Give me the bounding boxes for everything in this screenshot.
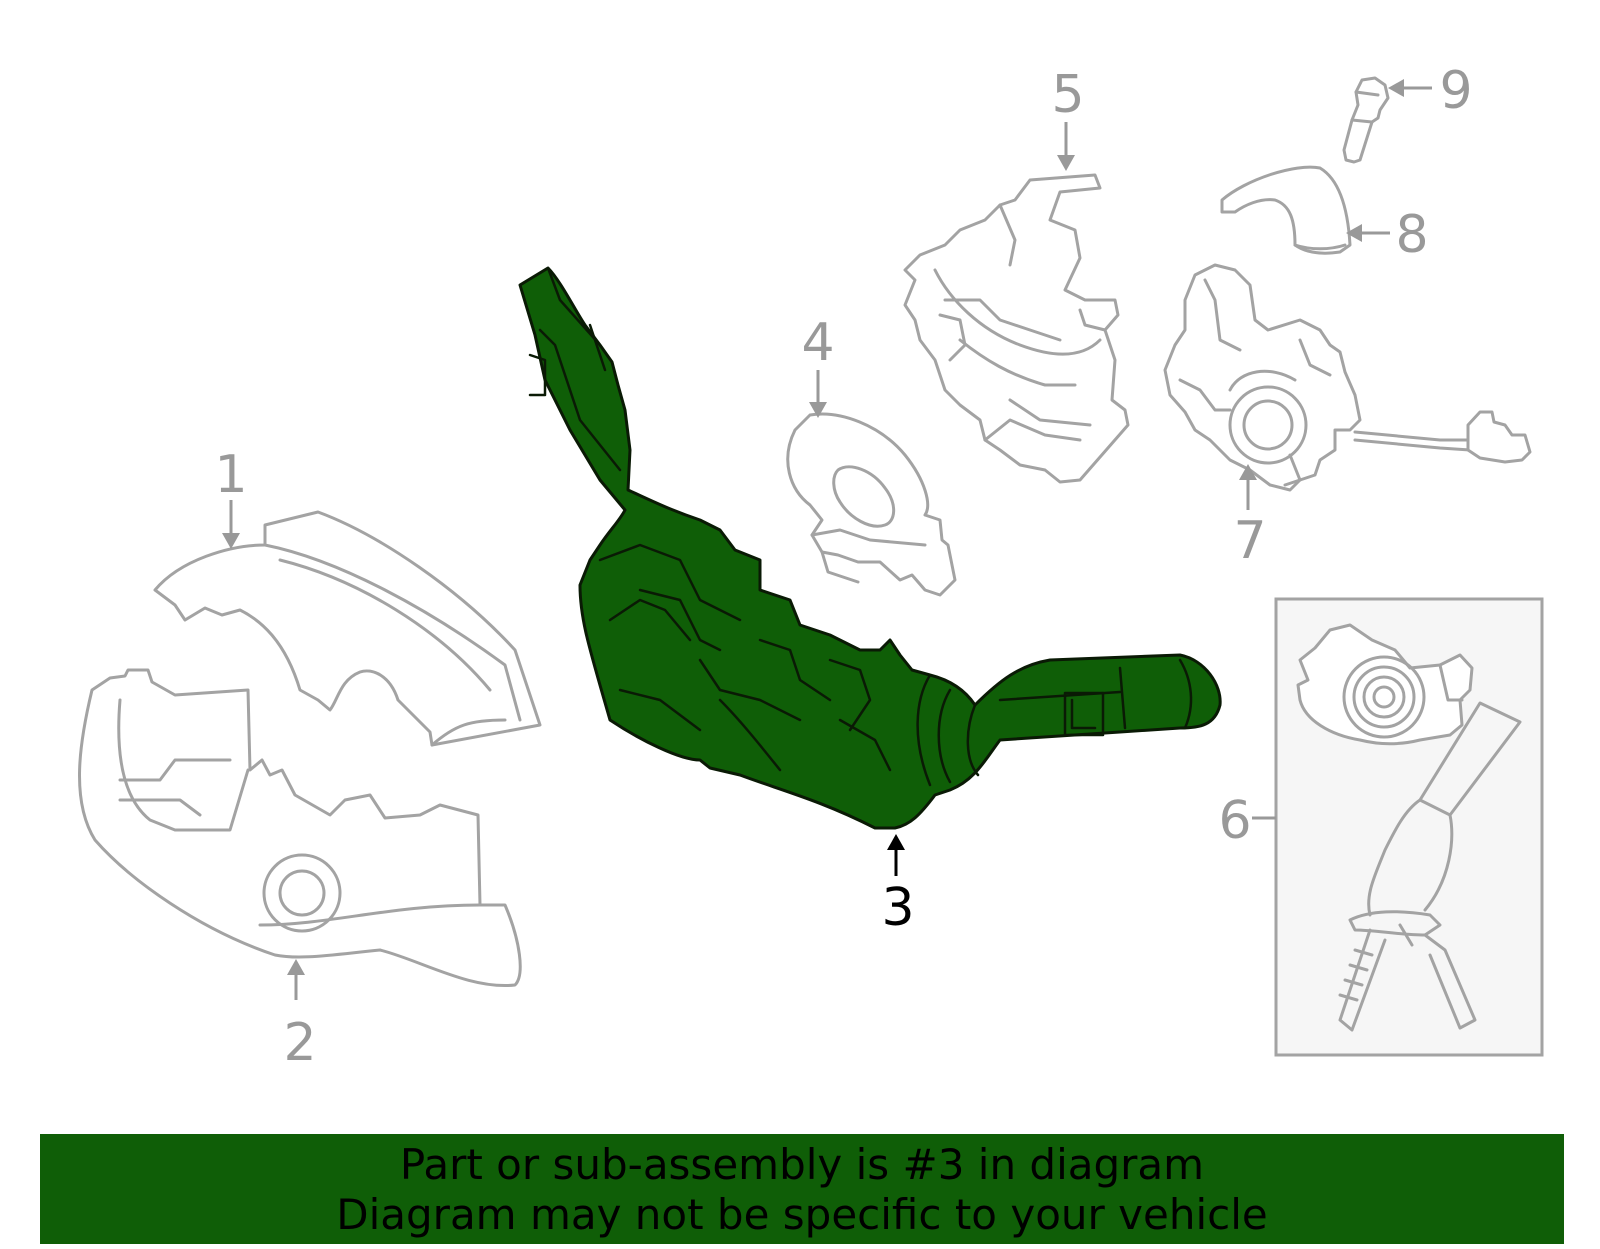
leader-8	[1346, 224, 1390, 242]
callout-4: 4	[801, 313, 834, 373]
callout-2: 2	[283, 1013, 316, 1073]
part-8-bracket[interactable]	[1220, 165, 1352, 255]
callout-1: 1	[214, 445, 247, 505]
leader-5	[1057, 122, 1075, 171]
leader-2	[287, 959, 305, 1000]
part-7-ignition-switch[interactable]	[1163, 263, 1532, 492]
part-3-combination-switch[interactable]	[518, 266, 1222, 830]
callout-3: 3	[881, 878, 914, 938]
info-banner: Part or sub-assembly is #3 in diagram Di…	[40, 1134, 1564, 1244]
leader-4	[809, 370, 827, 418]
callout-9: 9	[1439, 61, 1472, 121]
part-5-clock-spring[interactable]	[903, 173, 1130, 484]
part-4-ring-sensor[interactable]	[786, 412, 957, 597]
parts-diagram: 1 2 3 4 5 6 7 8 9	[78, 61, 1544, 1073]
banner-line-1: Part or sub-assembly is #3 in diagram	[399, 1140, 1205, 1189]
part-6-lock-set-box[interactable]	[1274, 597, 1544, 1057]
leader-7	[1239, 464, 1257, 510]
leader-3	[887, 834, 905, 876]
leader-9	[1388, 79, 1432, 97]
part-9-bolt[interactable]	[1342, 76, 1390, 164]
part-1-upper-column-cover[interactable]	[153, 510, 542, 747]
banner-line-2: Diagram may not be specific to your vehi…	[336, 1190, 1268, 1239]
leader-1	[222, 500, 240, 549]
callout-6: 6	[1218, 791, 1251, 851]
callout-5: 5	[1051, 65, 1084, 125]
callout-8: 8	[1395, 205, 1428, 265]
part-2-lower-column-cover[interactable]	[78, 668, 522, 988]
callout-7: 7	[1233, 511, 1266, 571]
